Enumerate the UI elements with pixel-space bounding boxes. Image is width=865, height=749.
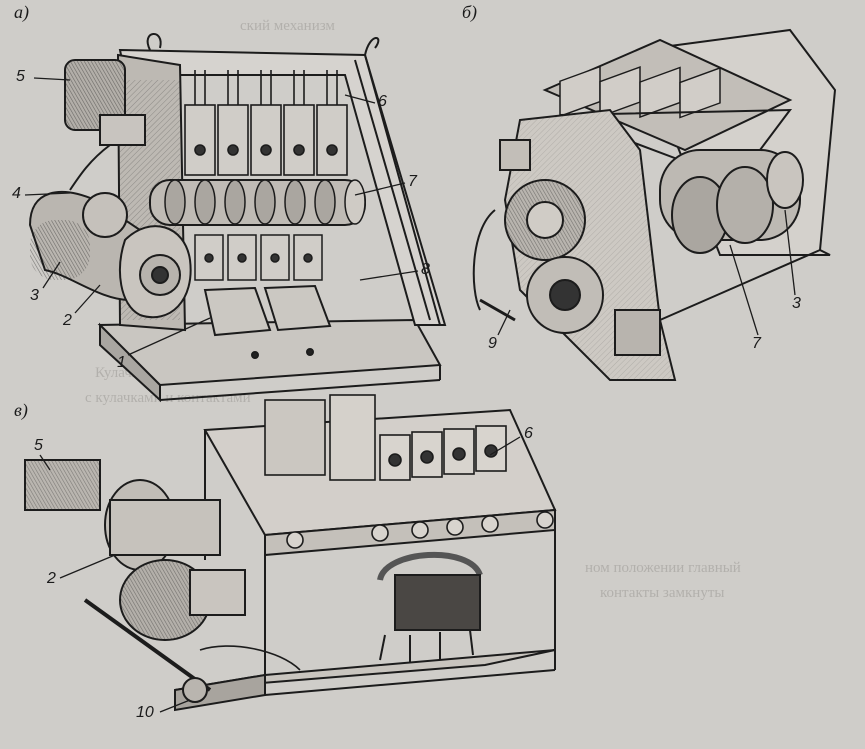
callout-v-5: 5 bbox=[34, 437, 43, 454]
callout-b-9: 9 bbox=[488, 335, 497, 352]
callout-b-7: 7 bbox=[752, 335, 761, 352]
bleed-through-line: контакты замкнуты bbox=[600, 585, 725, 601]
panel-label-v: в) bbox=[14, 400, 28, 420]
callout-v-6: 6 bbox=[524, 425, 533, 442]
callout-a-6: 6 bbox=[378, 93, 387, 110]
bleed-through-line: ский механизм bbox=[240, 18, 335, 34]
callout-b-3: 3 bbox=[792, 295, 801, 312]
panel-b-drawing bbox=[472, 28, 837, 381]
panel-label-a: а) bbox=[14, 2, 29, 22]
callout-v-10: 10 bbox=[136, 704, 154, 721]
callout-v-2: 2 bbox=[47, 570, 56, 587]
callout-a-4: 4 bbox=[12, 185, 21, 202]
callout-a-5: 5 bbox=[16, 68, 25, 85]
leader-lines bbox=[24, 77, 796, 713]
panel-label-b: б) bbox=[462, 2, 478, 22]
callout-a-8: 8 bbox=[421, 261, 430, 278]
bleed-through-line: с кулачками и контактами bbox=[85, 390, 251, 406]
panel-v-drawing bbox=[24, 394, 557, 712]
callout-a-7: 7 bbox=[408, 173, 417, 190]
callout-a-2: 2 bbox=[63, 312, 72, 329]
panel-a-drawing bbox=[28, 33, 447, 403]
callout-a-1: 1 bbox=[117, 354, 126, 371]
bleed-through-line: ном положении главный bbox=[585, 560, 741, 576]
callout-a-3: 3 bbox=[30, 287, 39, 304]
